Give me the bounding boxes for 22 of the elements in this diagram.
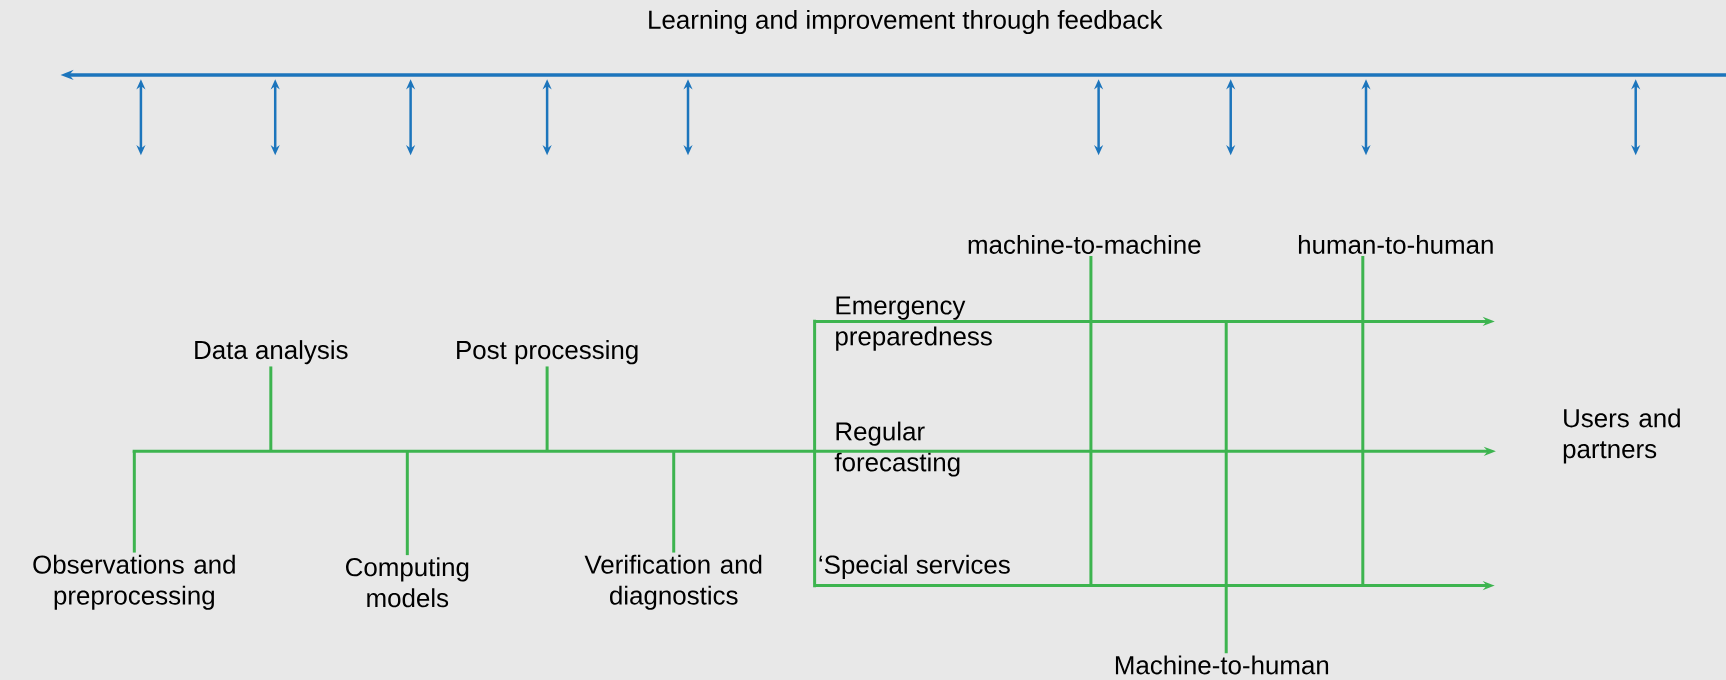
text-label: Regular forecasting xyxy=(834,421,960,477)
text-label: Data analysis xyxy=(195,340,348,365)
text-label: Emergency preparedness xyxy=(836,296,992,351)
text-label: machine-to-machine xyxy=(968,234,1201,254)
text-label: Users and partners xyxy=(1563,408,1680,464)
leader-line xyxy=(545,366,549,452)
leader-line xyxy=(1361,256,1365,586)
leader-line xyxy=(1224,321,1228,654)
title: Learning and improvement through feedback xyxy=(649,9,1163,35)
leader-line xyxy=(132,451,136,553)
leader-line xyxy=(269,366,273,452)
text-label: ‘Special services xyxy=(819,554,1010,579)
text-label: Observations and preprocessing xyxy=(33,554,235,610)
timeline-bar xyxy=(813,319,817,588)
text-label: Computing models xyxy=(346,557,469,608)
text-label: Verification and diagnostics xyxy=(584,554,762,610)
leader-line xyxy=(1089,256,1093,586)
leader-line xyxy=(672,451,676,553)
text-label: Post processing xyxy=(457,340,638,365)
leader-line xyxy=(405,451,409,556)
text-label: Machine-to-human xyxy=(1115,655,1329,675)
text-label: human-to-human xyxy=(1299,234,1493,254)
